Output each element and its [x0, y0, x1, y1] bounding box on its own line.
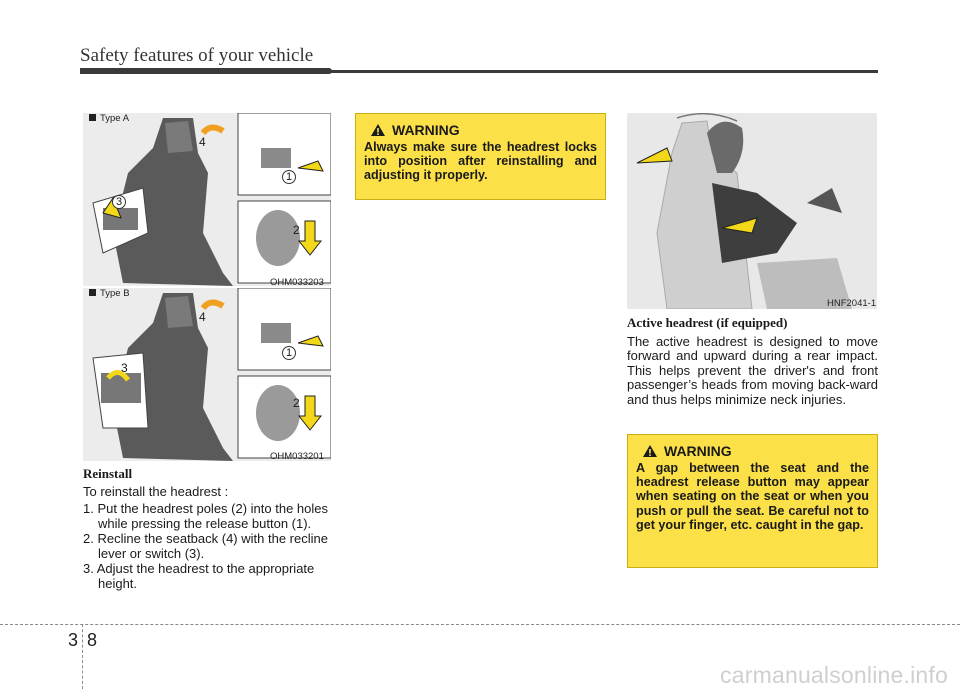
figure-type-a [83, 113, 331, 286]
warning-box-seat-gap: WARNING A gap between the seat and the h… [627, 434, 878, 568]
page-number: 8 [87, 630, 98, 650]
figure-active-headrest [627, 113, 877, 309]
list-item: 3. Adjust the headrest to the appropriat… [83, 561, 315, 591]
footer-divider [82, 624, 83, 689]
type-a-label: Type A [89, 113, 129, 124]
callout-3-type-b: 3 [121, 361, 128, 375]
type-b-label: Type B [89, 288, 130, 299]
warning-title: WARNING [392, 122, 460, 138]
active-headrest-section: Active headrest (if equipped) The active… [627, 315, 878, 407]
callout-4-type-b: 4 [199, 310, 206, 324]
list-item: 1. Put the headrest poles (2) into the h… [83, 501, 328, 531]
reinstall-intro: To reinstall the headrest : [83, 483, 229, 499]
header-rule-accent [80, 68, 332, 74]
header-rule [80, 70, 878, 73]
reinstall-section: Reinstall To reinstall the headrest : 1.… [83, 466, 333, 592]
seat-illustration-type-a [92, 113, 331, 286]
callout-4-type-a: 4 [199, 135, 206, 149]
page-header-title: Safety features of your vehicle [80, 45, 314, 66]
callout-3-type-a: 3 [112, 195, 126, 209]
active-headrest-body: The active headrest is designed to move … [627, 333, 878, 407]
warning-body: A gap between the seat and the headrest … [636, 461, 869, 532]
chapter-number: 3 [68, 630, 79, 650]
warning-triangle-icon [643, 445, 657, 457]
callout-2-type-a: 2 [293, 223, 300, 237]
figure-type-b [83, 288, 331, 461]
active-headrest-illustration [636, 113, 852, 309]
reinstall-steps: 1. Put the headrest poles (2) into the h… [83, 501, 333, 591]
figure-code-active-headrest: HNF2041-1 [827, 298, 877, 309]
warning-triangle-icon [371, 124, 385, 136]
warning-body: Always make sure the headrest locks into… [364, 140, 597, 183]
figure-code-type-b: OHM033201 [270, 451, 324, 462]
footer-rule [0, 624, 960, 625]
callout-1-type-b: 1 [282, 346, 296, 360]
callout-1-type-a: 1 [282, 170, 296, 184]
warning-title: WARNING [664, 443, 732, 459]
callout-2-type-b: 2 [293, 396, 300, 410]
reinstall-heading: Reinstall [83, 466, 133, 481]
watermark: carmanualsonline.info [720, 662, 948, 688]
seat-illustration-type-b [92, 288, 331, 461]
active-headrest-heading: Active headrest (if equipped) [627, 315, 788, 330]
warning-box-headrest-lock: WARNING Always make sure the headrest lo… [355, 113, 606, 200]
figure-code-type-a: OHM033203 [270, 277, 324, 288]
list-item: 2. Recline the seatback (4) with the rec… [83, 531, 328, 561]
